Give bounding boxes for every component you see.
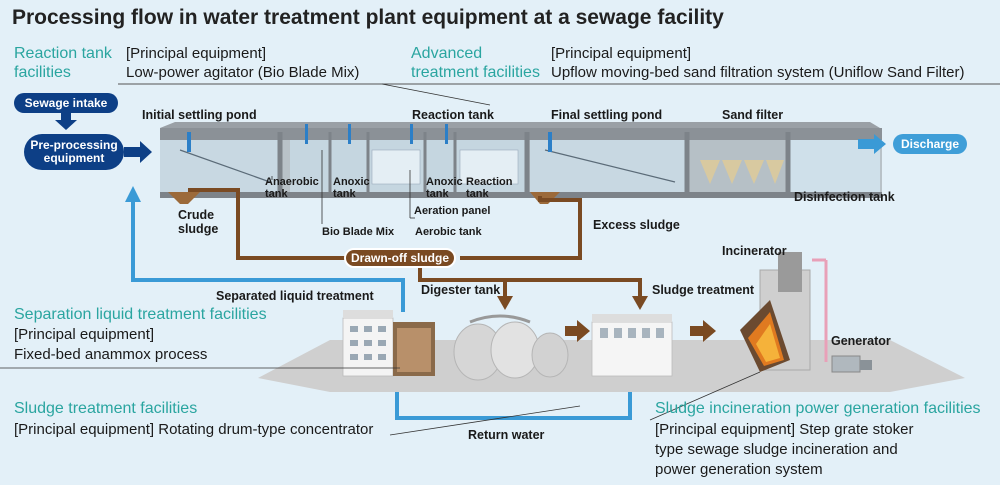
- anoxic-tank-2-line2: tank: [426, 188, 449, 200]
- sludge-treatment-label: Sludge treatment: [652, 283, 755, 297]
- generator-unit: [831, 355, 872, 373]
- return-water-label: Return water: [468, 428, 545, 442]
- separation-equipment: Fixed-bed anammox process: [14, 346, 208, 363]
- discharge-arrow: [858, 134, 886, 154]
- reaction-tank-label: Reaction tank: [412, 108, 494, 122]
- generator-label: Generator: [831, 334, 891, 348]
- excess-sludge-label: Excess sludge: [593, 218, 680, 232]
- incinerator-label: Incinerator: [722, 244, 787, 258]
- sewage-intake-label: Sewage intake: [24, 95, 108, 110]
- final-settling-label: Final settling pond: [551, 108, 663, 122]
- initial-settling-label: Initial settling pond: [142, 108, 257, 122]
- blue-pipes: [187, 124, 552, 152]
- reaction-facilities-heading-line2: facilities: [14, 64, 71, 81]
- reaction-tank-small-line2: tank: [466, 188, 489, 200]
- sludge-facilities-heading: Sludge treatment facilities: [14, 400, 198, 417]
- separation-building: [342, 310, 435, 377]
- sludge-pipes: [188, 188, 642, 298]
- reaction-tank-small-line1: Reaction: [466, 176, 513, 188]
- sludge-treatment-building: [591, 314, 673, 377]
- digester-tanks: [453, 314, 569, 381]
- preprocessing-label-line2: equipment: [43, 151, 105, 165]
- preprocessing-pill: Pre-processing equipment: [24, 134, 124, 170]
- anoxic-tank-1-line2: tank: [333, 188, 356, 200]
- digester-arrowhead: [497, 296, 513, 310]
- sludge-treatment-arrowhead: [632, 296, 648, 310]
- sewage-intake-pill: Sewage intake: [14, 93, 118, 113]
- advanced-equipment-label: [Principal equipment]: [551, 45, 692, 62]
- discharge-pill: Discharge: [893, 134, 967, 154]
- crude-sludge-line2: sludge: [178, 222, 219, 236]
- disinfection-tank-label: Disinfection tank: [794, 190, 895, 204]
- separated-return-arrowhead: [125, 186, 141, 202]
- advanced-equipment: Upflow moving-bed sand filtration system…: [551, 64, 965, 81]
- aerobic-tank-label: Aerobic tank: [415, 226, 482, 238]
- separation-equipment-label: [Principal equipment]: [14, 326, 155, 343]
- anoxic-tank-1-line1: Anoxic: [333, 176, 370, 188]
- intake-arrow: [55, 112, 77, 130]
- incineration-line2: type sewage sludge incineration and: [655, 441, 898, 458]
- separation-heading: Separation liquid treatment facilities: [14, 306, 267, 323]
- anoxic-tank-2-line1: Anoxic: [426, 176, 463, 188]
- advanced-facilities-heading-line2: treatment facilities: [411, 64, 540, 81]
- anaerobic-tank-line1: Anaerobic: [265, 176, 319, 188]
- main-tank-structure: [160, 122, 882, 204]
- discharge-label: Discharge: [900, 136, 960, 151]
- sludge-to-incinerator-arrow: [690, 320, 716, 342]
- advanced-facilities-heading-line1: Advanced: [411, 45, 483, 62]
- sludge-facilities-equipment: [Principal equipment] Rotating drum-type…: [14, 421, 374, 438]
- pre-to-pond-arrow: [124, 141, 152, 163]
- aeration-panel-label: Aeration panel: [414, 205, 491, 217]
- anaerobic-tank-line2: tank: [265, 188, 288, 200]
- sand-filter-label: Sand filter: [722, 108, 784, 122]
- digester-tank-label: Digester tank: [421, 283, 501, 297]
- return-lines: [131, 200, 632, 420]
- reaction-facilities-heading-line1: Reaction tank: [14, 45, 112, 62]
- crude-sludge-line1: Crude: [178, 208, 215, 222]
- incineration-line1: [Principal equipment] Step grate stoker: [655, 421, 914, 438]
- drawn-off-sludge-pill: Drawn-off sludge: [344, 248, 456, 268]
- bio-blade-mix-label: Bio Blade Mix: [322, 226, 395, 238]
- digester-to-sludge-arrow: [565, 320, 590, 342]
- page-title: Processing flow in water treatment plant…: [12, 6, 724, 29]
- incineration-heading: Sludge incineration power generation fac…: [655, 400, 981, 417]
- leader-lines: [0, 83, 761, 436]
- incinerator-unit: [740, 252, 828, 372]
- reaction-equipment-label: [Principal equipment]: [126, 45, 267, 62]
- separated-liquid-label: Separated liquid treatment: [216, 289, 374, 303]
- preprocessing-label-line1: Pre-processing: [30, 138, 118, 152]
- drawn-off-sludge-label: Drawn-off sludge: [351, 250, 449, 265]
- reaction-equipment: Low-power agitator (Bio Blade Mix): [126, 64, 360, 81]
- incineration-line3: power generation system: [655, 461, 823, 478]
